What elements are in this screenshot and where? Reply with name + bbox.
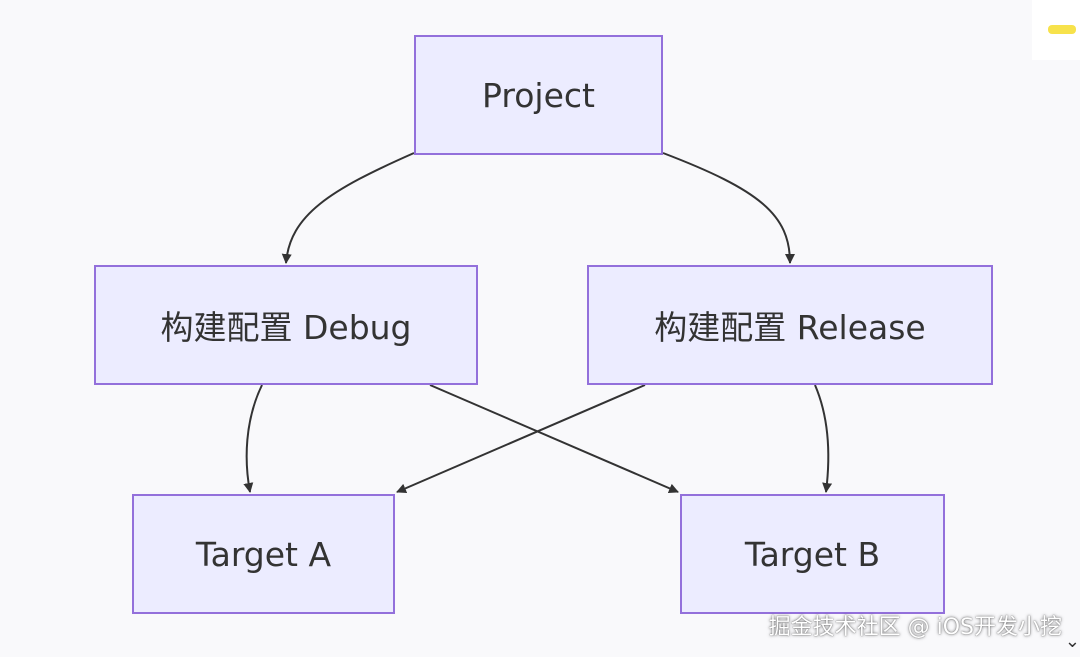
node-release-label: 构建配置 Release: [654, 308, 926, 347]
tag-bar: [1048, 25, 1076, 34]
node-debug-label: 构建配置 Debug: [160, 308, 412, 347]
edge-release-to-targeta: [396, 384, 646, 494]
edge-debug-to-targetb: [429, 384, 679, 494]
node-target-a: Target A: [132, 494, 395, 614]
node-target-a-label: Target A: [195, 534, 332, 574]
node-build-config-debug: 构建配置 Debug: [94, 265, 478, 385]
edge-project-to-release: [662, 152, 795, 264]
chevron-down-icon[interactable]: ⌄: [1064, 631, 1080, 652]
edge-debug-to-targeta: [243, 384, 263, 493]
yellow-tag-icon[interactable]: [1032, 0, 1080, 60]
node-project-label: Project: [482, 75, 595, 115]
watermark-text: 掘金技术社区 @ iOS开发小挖: [768, 615, 1062, 640]
edge-project-to-debug: [281, 152, 415, 264]
node-build-config-release: 构建配置 Release: [587, 265, 993, 385]
edge-release-to-targetb: [814, 384, 833, 493]
node-target-b-label: Target B: [744, 534, 881, 574]
node-target-b: Target B: [680, 494, 945, 614]
node-project: Project: [414, 35, 663, 155]
